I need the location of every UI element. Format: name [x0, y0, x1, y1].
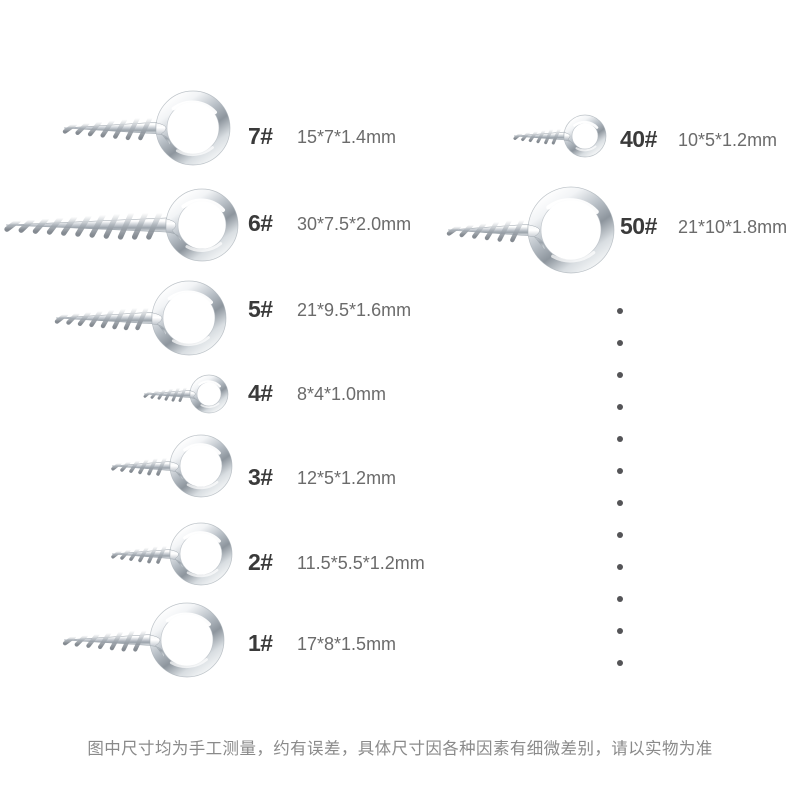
dimension-label: 30*7.5*2.0mm: [297, 214, 412, 234]
dimension-label: 10*5*1.2mm: [678, 130, 778, 150]
divider-dot: [617, 532, 623, 538]
dimension-label: 11.5*5.5*1.2mm: [297, 553, 425, 573]
eye-screw-5: [54, 278, 230, 363]
eye-screw-40: [512, 112, 610, 165]
divider-dot: [617, 340, 623, 346]
divider-dot: [617, 564, 623, 570]
size-label: 6#: [248, 210, 273, 236]
eye-screw-illustration: [446, 186, 615, 274]
size-label: 50#: [620, 213, 657, 239]
size-label: 5#: [248, 296, 273, 322]
divider-dot: [617, 500, 623, 506]
divider-dot: [617, 660, 623, 666]
disclaimer-text: 图中尺寸均为手工测量，约有误差，具体尺寸因各种因素有细微差别，请以实物为准: [87, 739, 713, 758]
divider-dot: [617, 404, 623, 410]
size-label: 2#: [248, 549, 273, 575]
eye-screw-4: [142, 372, 232, 421]
dimension-label: 12*5*1.2mm: [297, 468, 397, 488]
eye-screw-illustration: [513, 114, 607, 158]
eye-screw-illustration: [111, 434, 233, 498]
eye-screw-illustration: [111, 522, 233, 586]
eye-screw-2: [110, 520, 236, 593]
size-label: 3#: [248, 464, 273, 490]
divider-dot: [617, 468, 623, 474]
size-label: 1#: [248, 630, 273, 656]
eye-screw-6: [4, 186, 242, 269]
eye-screw-50: [446, 184, 618, 281]
eye-screw-illustration: [143, 374, 229, 414]
dimension-label: 15*7*1.4mm: [297, 127, 397, 147]
divider-dot: [617, 596, 623, 602]
divider-dot: [617, 436, 623, 442]
size-label: 4#: [248, 380, 273, 406]
eye-screw-illustration: [4, 188, 239, 262]
size-label: 7#: [248, 123, 273, 149]
dimension-label: 17*8*1.5mm: [297, 634, 397, 654]
eye-screw-1: [62, 600, 228, 685]
divider-dot: [617, 372, 623, 378]
eye-screw-illustration: [62, 90, 231, 166]
dimension-label: 21*10*1.8mm: [678, 217, 788, 237]
divider-dot: [617, 308, 623, 314]
eye-screw-illustration: [62, 602, 225, 678]
dimension-label: 8*4*1.0mm: [297, 384, 387, 404]
size-label: 40#: [620, 126, 657, 152]
eye-screw-7: [62, 88, 234, 173]
divider-dot: [617, 628, 623, 634]
dimension-label: 21*9.5*1.6mm: [297, 300, 412, 320]
eye-screw-illustration: [54, 280, 227, 356]
dotted-divider-column: [615, 300, 629, 670]
eye-screw-3: [110, 432, 236, 505]
